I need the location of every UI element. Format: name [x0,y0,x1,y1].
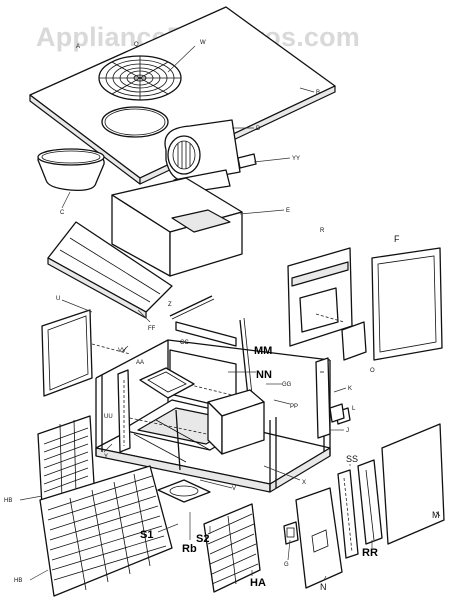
blower-deck [111,177,243,277]
side-panel-u [41,309,131,397]
strip-rr [357,459,383,545]
fan-grille [98,55,182,101]
label-q: Q [134,42,139,48]
label-cc: CC [180,340,189,346]
side-panel-f [371,247,443,361]
compressor-box [207,389,265,455]
label-n: N [320,582,327,592]
label-gg: GG [282,382,292,388]
label-uu: UU [104,414,113,420]
bracket-g [283,521,299,545]
fan-shroud [37,148,105,191]
label-j: J [346,428,349,434]
label-w: W [200,40,206,46]
label-b: B [316,90,320,96]
label-rr: RR [362,547,378,559]
label-x: X [302,480,306,486]
label-ha: HA [250,577,266,589]
label-s1: S1 [140,529,153,541]
access-panel-r [287,247,353,347]
strip-ss [337,469,359,559]
louver-grille-front-left [37,415,95,507]
label-o: O [370,368,375,374]
label-u: U [56,296,60,302]
post-panel-vv [117,369,131,453]
bracket-l [329,403,345,423]
label-k: K [348,386,352,392]
label-rb: Rb [182,543,197,555]
label-f: F [394,234,400,244]
label-ss: SS [346,454,358,464]
label-l: L [352,406,356,412]
label-vv: VV [118,348,126,354]
label-small-rod: Z [168,302,172,308]
label-r: R [320,228,325,234]
label-a: A [76,44,80,50]
louver-grille-front-bottom [39,465,173,597]
small-bracket-yy [237,153,257,169]
blower-housing [164,119,241,195]
orifice-ring [101,106,169,138]
label-v: V [232,486,236,492]
label-s2: S2 [196,533,209,545]
label-pp: PP [290,404,298,410]
panel-n [295,487,343,589]
base-plate [157,479,211,503]
filter-plate-o [341,321,367,361]
label-hb: HB [4,498,12,504]
label-aa: AA [136,360,144,366]
label-yy: YY [292,156,300,162]
louver-grille-side-ha [203,503,261,593]
label-d: D [256,126,261,132]
corner-post-k [315,357,351,439]
label-mm: MM [254,345,272,357]
side-panel-m [381,423,445,545]
label-m: M [432,510,440,520]
label-y-left: Y [104,454,108,460]
label-nn: NN [256,369,272,381]
label-g: G [284,562,289,568]
label-ff: FF [148,326,156,332]
label-hb-lower: HB [14,578,22,584]
tray-aa [139,367,195,399]
leader-lines [19,45,441,581]
label-e: E [286,208,290,214]
label-c: C [60,210,65,216]
